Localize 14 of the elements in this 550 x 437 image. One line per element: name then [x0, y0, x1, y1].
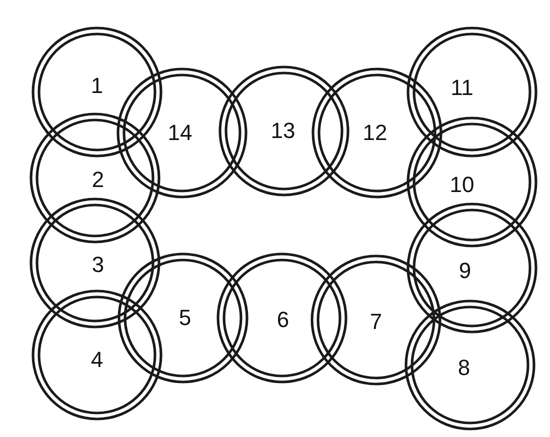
ring-number: 8	[458, 357, 470, 379]
ring-number: 12	[362, 122, 388, 144]
ring-number: 3	[92, 254, 104, 276]
ring-number: 11	[450, 77, 474, 99]
ring-number: 4	[90, 349, 104, 371]
ring-number: 13	[270, 120, 296, 142]
ring-number: 7	[370, 311, 382, 333]
ring-number: 9	[458, 260, 472, 282]
ring-number: 10	[450, 174, 474, 196]
ring-number: 2	[92, 169, 104, 191]
ring-number: 1	[90, 75, 104, 97]
ring-number: 5	[178, 307, 192, 329]
ring-number: 14	[168, 122, 192, 144]
ring-number: 6	[276, 309, 290, 331]
